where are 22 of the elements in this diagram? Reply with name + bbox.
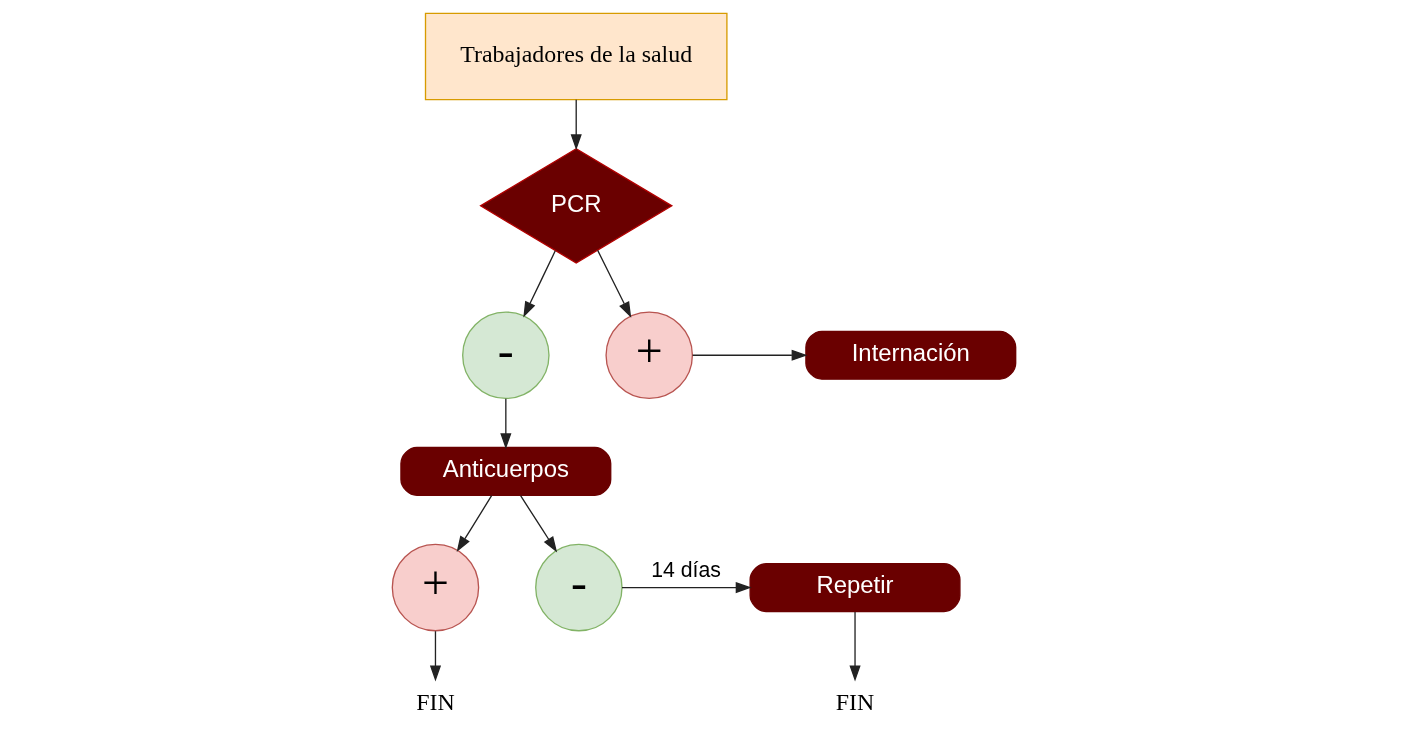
node-circle: - [462,311,550,400]
arrow [849,611,861,682]
node-circle: + [605,311,694,400]
arrow [523,250,556,318]
arrow [456,495,493,553]
node-box: Trabajadores de la salud [424,12,728,101]
node-box: Internación [805,330,1017,380]
arrow [500,398,512,450]
arrow [597,249,632,318]
node-box: Repetir [749,563,961,613]
arrow [692,349,808,361]
node-text: FIN [835,688,875,715]
arrow [570,99,582,151]
node-circle: - [535,543,623,632]
node-diamond: PCR [479,148,674,264]
arrow [429,630,442,682]
arrow [621,582,752,594]
arrow [519,495,558,553]
node-box: Anticuerpos [400,446,612,496]
node-text: FIN [416,688,455,715]
node-circle: + [391,543,480,632]
edge-label: 14 días [651,557,721,582]
